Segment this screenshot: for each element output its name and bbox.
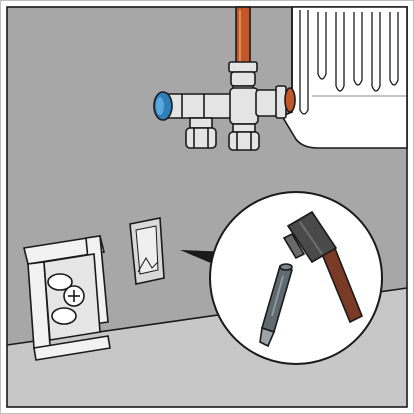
radiator: [282, 7, 407, 148]
copper-pipe: [236, 7, 250, 65]
wall-recess: [130, 218, 164, 284]
detail-callout: [210, 192, 382, 364]
valve-body: [164, 94, 240, 118]
screw-icon: [64, 286, 84, 306]
